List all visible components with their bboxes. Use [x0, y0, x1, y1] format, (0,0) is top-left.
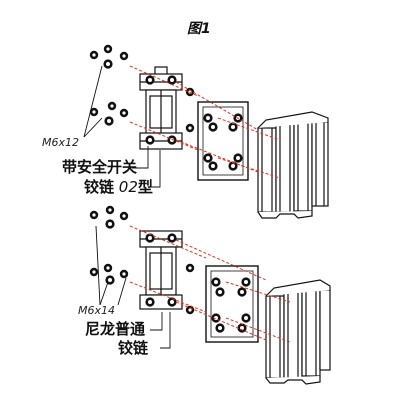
top-hinge-name-line2: 铰链 02型 [84, 180, 153, 195]
bottom-hinge-name-line1: 尼龙普通 [85, 320, 146, 338]
top-aluminium-profile [257, 111, 329, 219]
figure-title: 图1 [187, 21, 211, 37]
bottom-mounting-plate [205, 265, 259, 343]
bottom-screw-spec-label: M6x14 [78, 304, 115, 317]
top-hinge-model-code: 02 [114, 178, 138, 196]
top-nut-cluster-upper [89, 44, 129, 69]
bottom-hinge-body [139, 230, 183, 310]
top-hinge-name-line1: 带安全开关 [62, 158, 138, 176]
top-assembly [83, 44, 329, 219]
bottom-fastening-lines [129, 225, 291, 343]
bottom-assembly [89, 205, 331, 385]
bottom-hinge-name-line2: 铰链 [118, 339, 149, 357]
top-screw-spec-label: M6x12 [42, 136, 79, 149]
top-mounting-plate [197, 101, 249, 181]
top-leader-lines [83, 65, 161, 188]
top-fastening-lines [129, 65, 281, 179]
bottom-nut-cluster-lower [89, 263, 129, 285]
top-nut-cluster-lower [89, 101, 129, 126]
top-hinge-name-prefix: 铰链 [84, 178, 115, 196]
bottom-leader-lines [95, 225, 171, 349]
bottom-nut-cluster-upper [89, 205, 129, 229]
top-hinge-name-suffix: 型 [137, 178, 153, 196]
bottom-aluminium-profile [265, 279, 331, 385]
